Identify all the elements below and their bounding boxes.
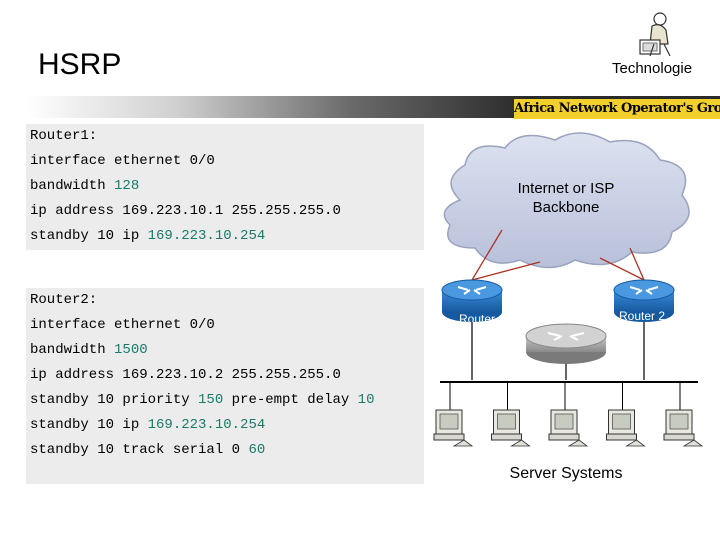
config-line: bandwidth 1500 [30,342,148,358]
router1-icon [441,279,503,322]
router2-icon [613,279,675,322]
config-line: bandwidth 128 [30,178,140,194]
header-bar [26,96,526,118]
config-line: interface ethernet 0/0 [30,153,215,169]
brand-label: Technologie [612,60,693,77]
server-workstation-icon [663,382,704,447]
config-line: ip address 169.223.10.2 255.255.255.0 [30,367,341,383]
network-diagram: Internet or ISP Backbone Router 1 Router… [433,132,704,482]
config-line: Router2: [30,292,98,308]
server-workstation-icon [433,382,474,447]
internet-cloud-icon [443,132,690,269]
router1-label: Router 1 [459,312,505,326]
server-workstation-icon [491,382,531,447]
server-workstation-icon [548,382,589,447]
router1-config: Router1: interface ethernet 0/0 bandwidt… [26,124,424,250]
cloud-label-line1: Internet or ISP [518,180,615,197]
config-line: ip address 169.223.10.1 255.255.255.0 [30,203,341,219]
config-line: Router1: [30,128,98,144]
router2-config: Router2: interface ethernet 0/0 bandwidt… [26,288,424,484]
server-group [433,382,704,447]
config-line: interface ethernet 0/0 [30,317,215,333]
org-banner: Africa Network Operator's Group [514,99,720,119]
slide-title: HSRP [38,48,122,81]
cloud-label-line2: Backbone [533,199,600,216]
server-workstation-icon [606,382,646,447]
router2-label: Router 2 [619,309,665,323]
config-line: standby 10 priority 150 pre-empt delay 1… [30,392,375,408]
uplink-lines [471,229,645,281]
router-lan-links [471,322,645,380]
servers-label: Server Systems [510,465,623,482]
config-line: standby 10 track serial 0 60 [30,442,266,458]
config-line: standby 10 ip 169.223.10.254 [30,228,266,244]
config-line: standby 10 ip 169.223.10.254 [30,417,266,433]
logo-figure-icon [639,12,671,57]
virtual-router-icon [525,323,607,380]
